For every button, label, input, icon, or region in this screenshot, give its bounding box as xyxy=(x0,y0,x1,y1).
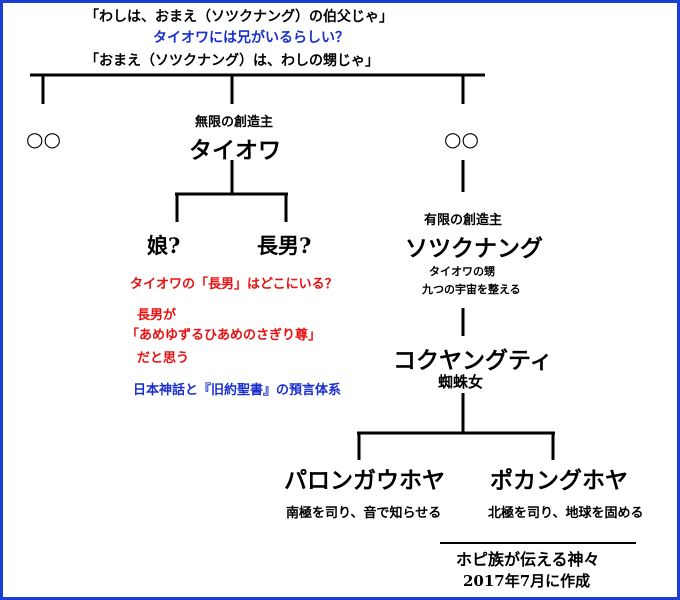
note-prophecy: 日本神話と『旧約聖書』の預言体系 xyxy=(133,383,342,398)
footer-date: 2017年7月に作成 xyxy=(463,572,591,590)
palongawhoya-name: パロンガウホヤ xyxy=(284,467,445,494)
quote-line-1: 「わしは、おまえ（ソツクナング）の伯父じゃ」 xyxy=(85,9,393,25)
sotuknang-desc-1: タイオワの甥 xyxy=(429,265,495,278)
sotuknang-desc-2: 九つの宇宙を整える xyxy=(422,283,521,296)
son-label: 長男? xyxy=(257,233,312,258)
right-sibling-label: ○○ xyxy=(444,127,479,151)
footer-title: ホピ族が伝える神々 xyxy=(456,550,600,569)
poqanghoya-name: ポカングホヤ xyxy=(490,467,628,494)
kokyang-subtitle: 蜘蛛女 xyxy=(438,373,484,391)
daughter-label: 娘? xyxy=(147,233,181,258)
left-sibling-label: ○○ xyxy=(26,127,61,151)
quote-line-2: タイオワには兄がいるらしい？ xyxy=(153,30,349,46)
note-guess-line-2: 「あめゆずるひあめのさぎり尊」 xyxy=(126,328,322,343)
taiowa-name: タイオワ xyxy=(189,137,281,164)
sotuknang-subtitle: 有限の創造主 xyxy=(424,213,503,228)
palongawhoya-desc: 南極を司り、音で知らせる xyxy=(286,506,442,521)
note-eldest-son-question: タイオワの「長男」はどこにいる？ xyxy=(130,277,338,292)
poqanghoya-desc: 北極を司り、地球を固める xyxy=(488,506,644,521)
sotuknang-name: ソツクナング xyxy=(405,235,543,262)
quote-line-3: 「おまえ（ソツクナング）は、わしの甥じゃ」 xyxy=(85,53,379,69)
note-guess-line-1: 長男が xyxy=(137,308,177,323)
taiowa-subtitle: 無限の創造主 xyxy=(195,115,274,130)
kokyang-name: コクヤングティ xyxy=(393,347,553,374)
note-guess-line-3: だと思う xyxy=(137,351,190,366)
